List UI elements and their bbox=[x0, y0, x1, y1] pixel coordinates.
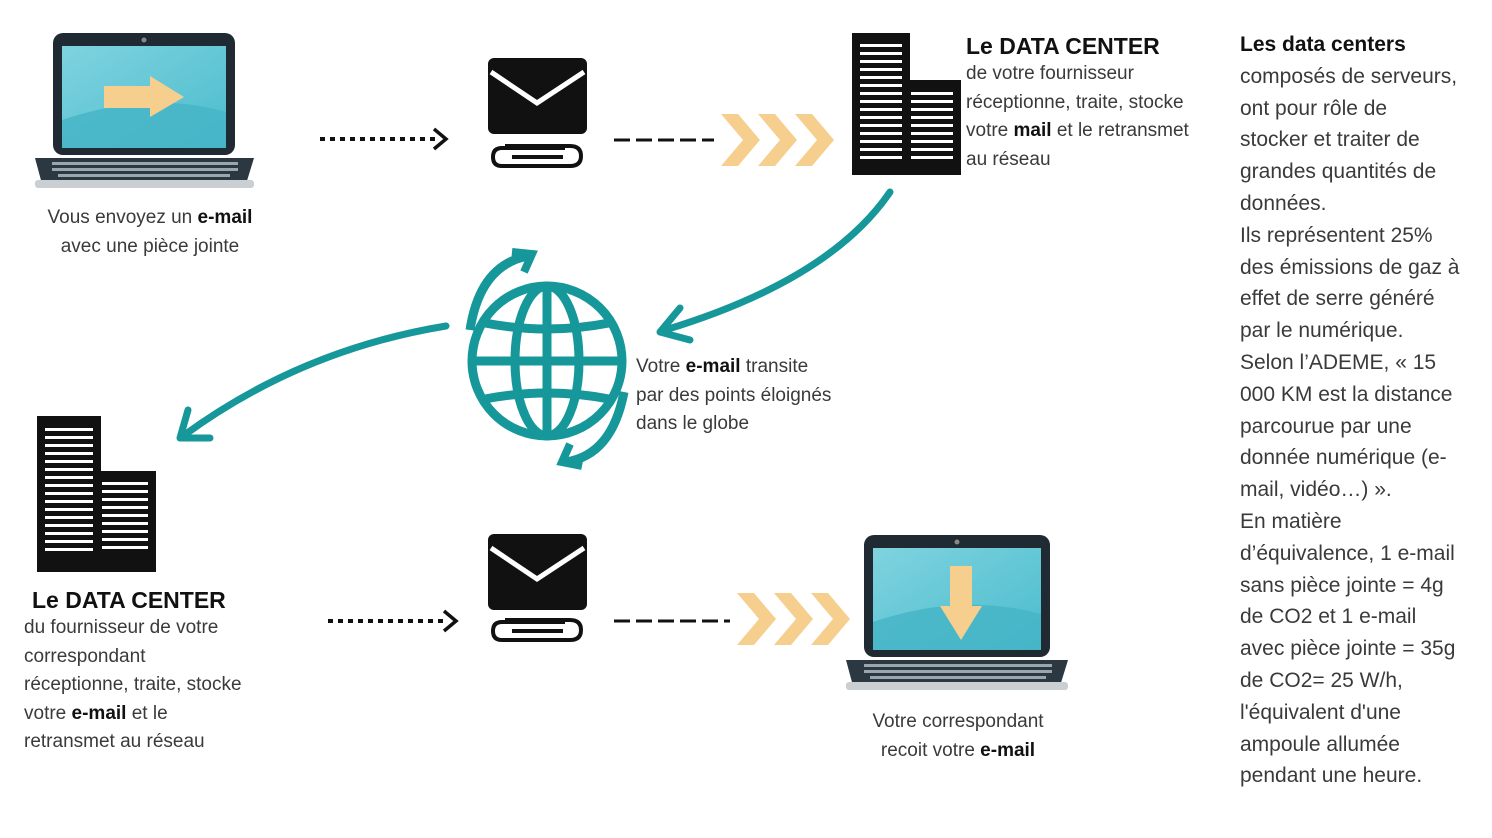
datacenter2-line3: réceptionne, traite, stocke bbox=[24, 674, 242, 695]
chevrons-2 bbox=[737, 593, 850, 645]
sidebar-line: d’équivalence, 1 e-mail bbox=[1240, 541, 1455, 565]
datacenter1-line3: votre bbox=[966, 120, 1014, 141]
sidebar-line: 000 KM est la distance bbox=[1240, 382, 1453, 406]
globe-line1-post: transite bbox=[740, 356, 809, 377]
sidebar-line: des émissions de gaz à bbox=[1240, 255, 1460, 279]
globe-email-bold: e-mail bbox=[685, 356, 741, 377]
sidebar-line: de CO2= 25 W/h, bbox=[1240, 668, 1403, 692]
laptop-send-icon bbox=[35, 33, 254, 188]
datacenter1-line3-post: et le retransmet bbox=[1051, 120, 1189, 141]
step1-text: Vous envoyez un bbox=[47, 207, 198, 228]
globe-caption: Votre e-mail transite par des points élo… bbox=[636, 353, 896, 439]
globe-icon bbox=[465, 248, 629, 470]
chevrons-1 bbox=[721, 114, 834, 166]
sidebar-text: composés de serveurs, ont pour rôle de sto… bbox=[1240, 61, 1490, 792]
globe-line3: dans le globe bbox=[636, 413, 750, 434]
final-caption: Votre correspondant recoit votre e-mail bbox=[836, 708, 1080, 765]
final-line1: Votre correspondant bbox=[872, 711, 1044, 732]
sidebar-line: données. bbox=[1240, 191, 1327, 215]
sidebar-line: Ils représentent 25% bbox=[1240, 223, 1433, 247]
step1-email-bold: e-mail bbox=[197, 207, 253, 228]
dotted-arrow-2 bbox=[328, 609, 459, 633]
envelope-attachment-icon bbox=[488, 534, 587, 642]
dotted-arrow-1 bbox=[320, 127, 449, 151]
sidebar-line: parcourue par une bbox=[1240, 414, 1412, 438]
building-icon bbox=[852, 33, 961, 175]
sidebar-line: composés de serveurs, bbox=[1240, 64, 1458, 88]
globe-line2: par des points éloignés bbox=[636, 384, 832, 406]
sidebar-line: l'équivalent d'une bbox=[1240, 700, 1401, 724]
sidebar-line: par le numérique. bbox=[1240, 319, 1404, 343]
sidebar-line: En matière bbox=[1240, 509, 1342, 533]
teal-arrow-to-datacenter-2 bbox=[176, 322, 450, 442]
envelope-attachment-icon bbox=[488, 58, 587, 168]
sidebar-line: effet de serre généré bbox=[1240, 287, 1435, 311]
datacenter1-mail-bold: mail bbox=[1013, 120, 1052, 141]
sidebar-line: grandes quantités de bbox=[1240, 160, 1437, 184]
step1-caption: Vous envoyez un e-mail avec une pièce jo… bbox=[30, 204, 270, 261]
datacenter1-line2: réceptionne, traite, stocke bbox=[966, 91, 1184, 113]
datacenter1-title: Le DATA CENTER bbox=[966, 33, 1160, 59]
datacenter2-caption: Le DATA CENTER du fournisseur de votre c… bbox=[24, 586, 314, 757]
datacenter1-line4: au réseau bbox=[966, 148, 1051, 170]
sidebar-line: mail, vidéo…) ». bbox=[1240, 478, 1392, 502]
laptop-receive-icon bbox=[846, 535, 1068, 690]
sidebar-line: stocker et traiter de bbox=[1240, 128, 1420, 152]
final-email-bold: e-mail bbox=[980, 739, 1036, 761]
datacenter1-line1: de votre fournisseur bbox=[966, 63, 1134, 84]
datacenter2-line5: retransmet au réseau bbox=[24, 731, 205, 752]
sidebar-line: pendant une heure. bbox=[1240, 764, 1423, 788]
sidebar-line: ont pour rôle de bbox=[1240, 96, 1388, 120]
datacenter2-email-bold: e-mail bbox=[71, 702, 127, 724]
datacenter2-line4-post: et le bbox=[126, 702, 168, 724]
building-icon bbox=[37, 416, 156, 572]
datacenter2-line1: du fournisseur de votre bbox=[24, 617, 219, 638]
sidebar-title: Les data centers bbox=[1240, 33, 1406, 56]
sidebar-line: avec pièce jointe = 35g bbox=[1240, 637, 1456, 661]
datacenter2-line4: votre bbox=[24, 702, 72, 724]
datacenter2-title: Le DATA CENTER bbox=[32, 587, 226, 613]
globe-line1: Votre bbox=[636, 356, 686, 377]
sidebar-line: Selon l’ADEME, « 15 bbox=[1240, 350, 1437, 374]
sidebar-line: de CO2 et 1 e-mail bbox=[1240, 605, 1417, 629]
sidebar-line: sans pièce jointe = 4g bbox=[1240, 573, 1444, 597]
sidebar-info: Les data centers composés de serveurs, on… bbox=[1240, 29, 1490, 792]
sidebar-line: ampoule allumée bbox=[1240, 732, 1400, 756]
teal-arrow-to-globe bbox=[656, 188, 894, 344]
datacenter1-caption: Le DATA CENTER de votre fournisseur réce… bbox=[966, 32, 1231, 174]
final-line2: recoit votre bbox=[880, 739, 981, 761]
step1-text-2: avec une pièce jointe bbox=[60, 235, 240, 257]
datacenter2-line2: correspondant bbox=[24, 645, 146, 667]
sidebar-line: donnée numérique (e- bbox=[1240, 446, 1447, 470]
